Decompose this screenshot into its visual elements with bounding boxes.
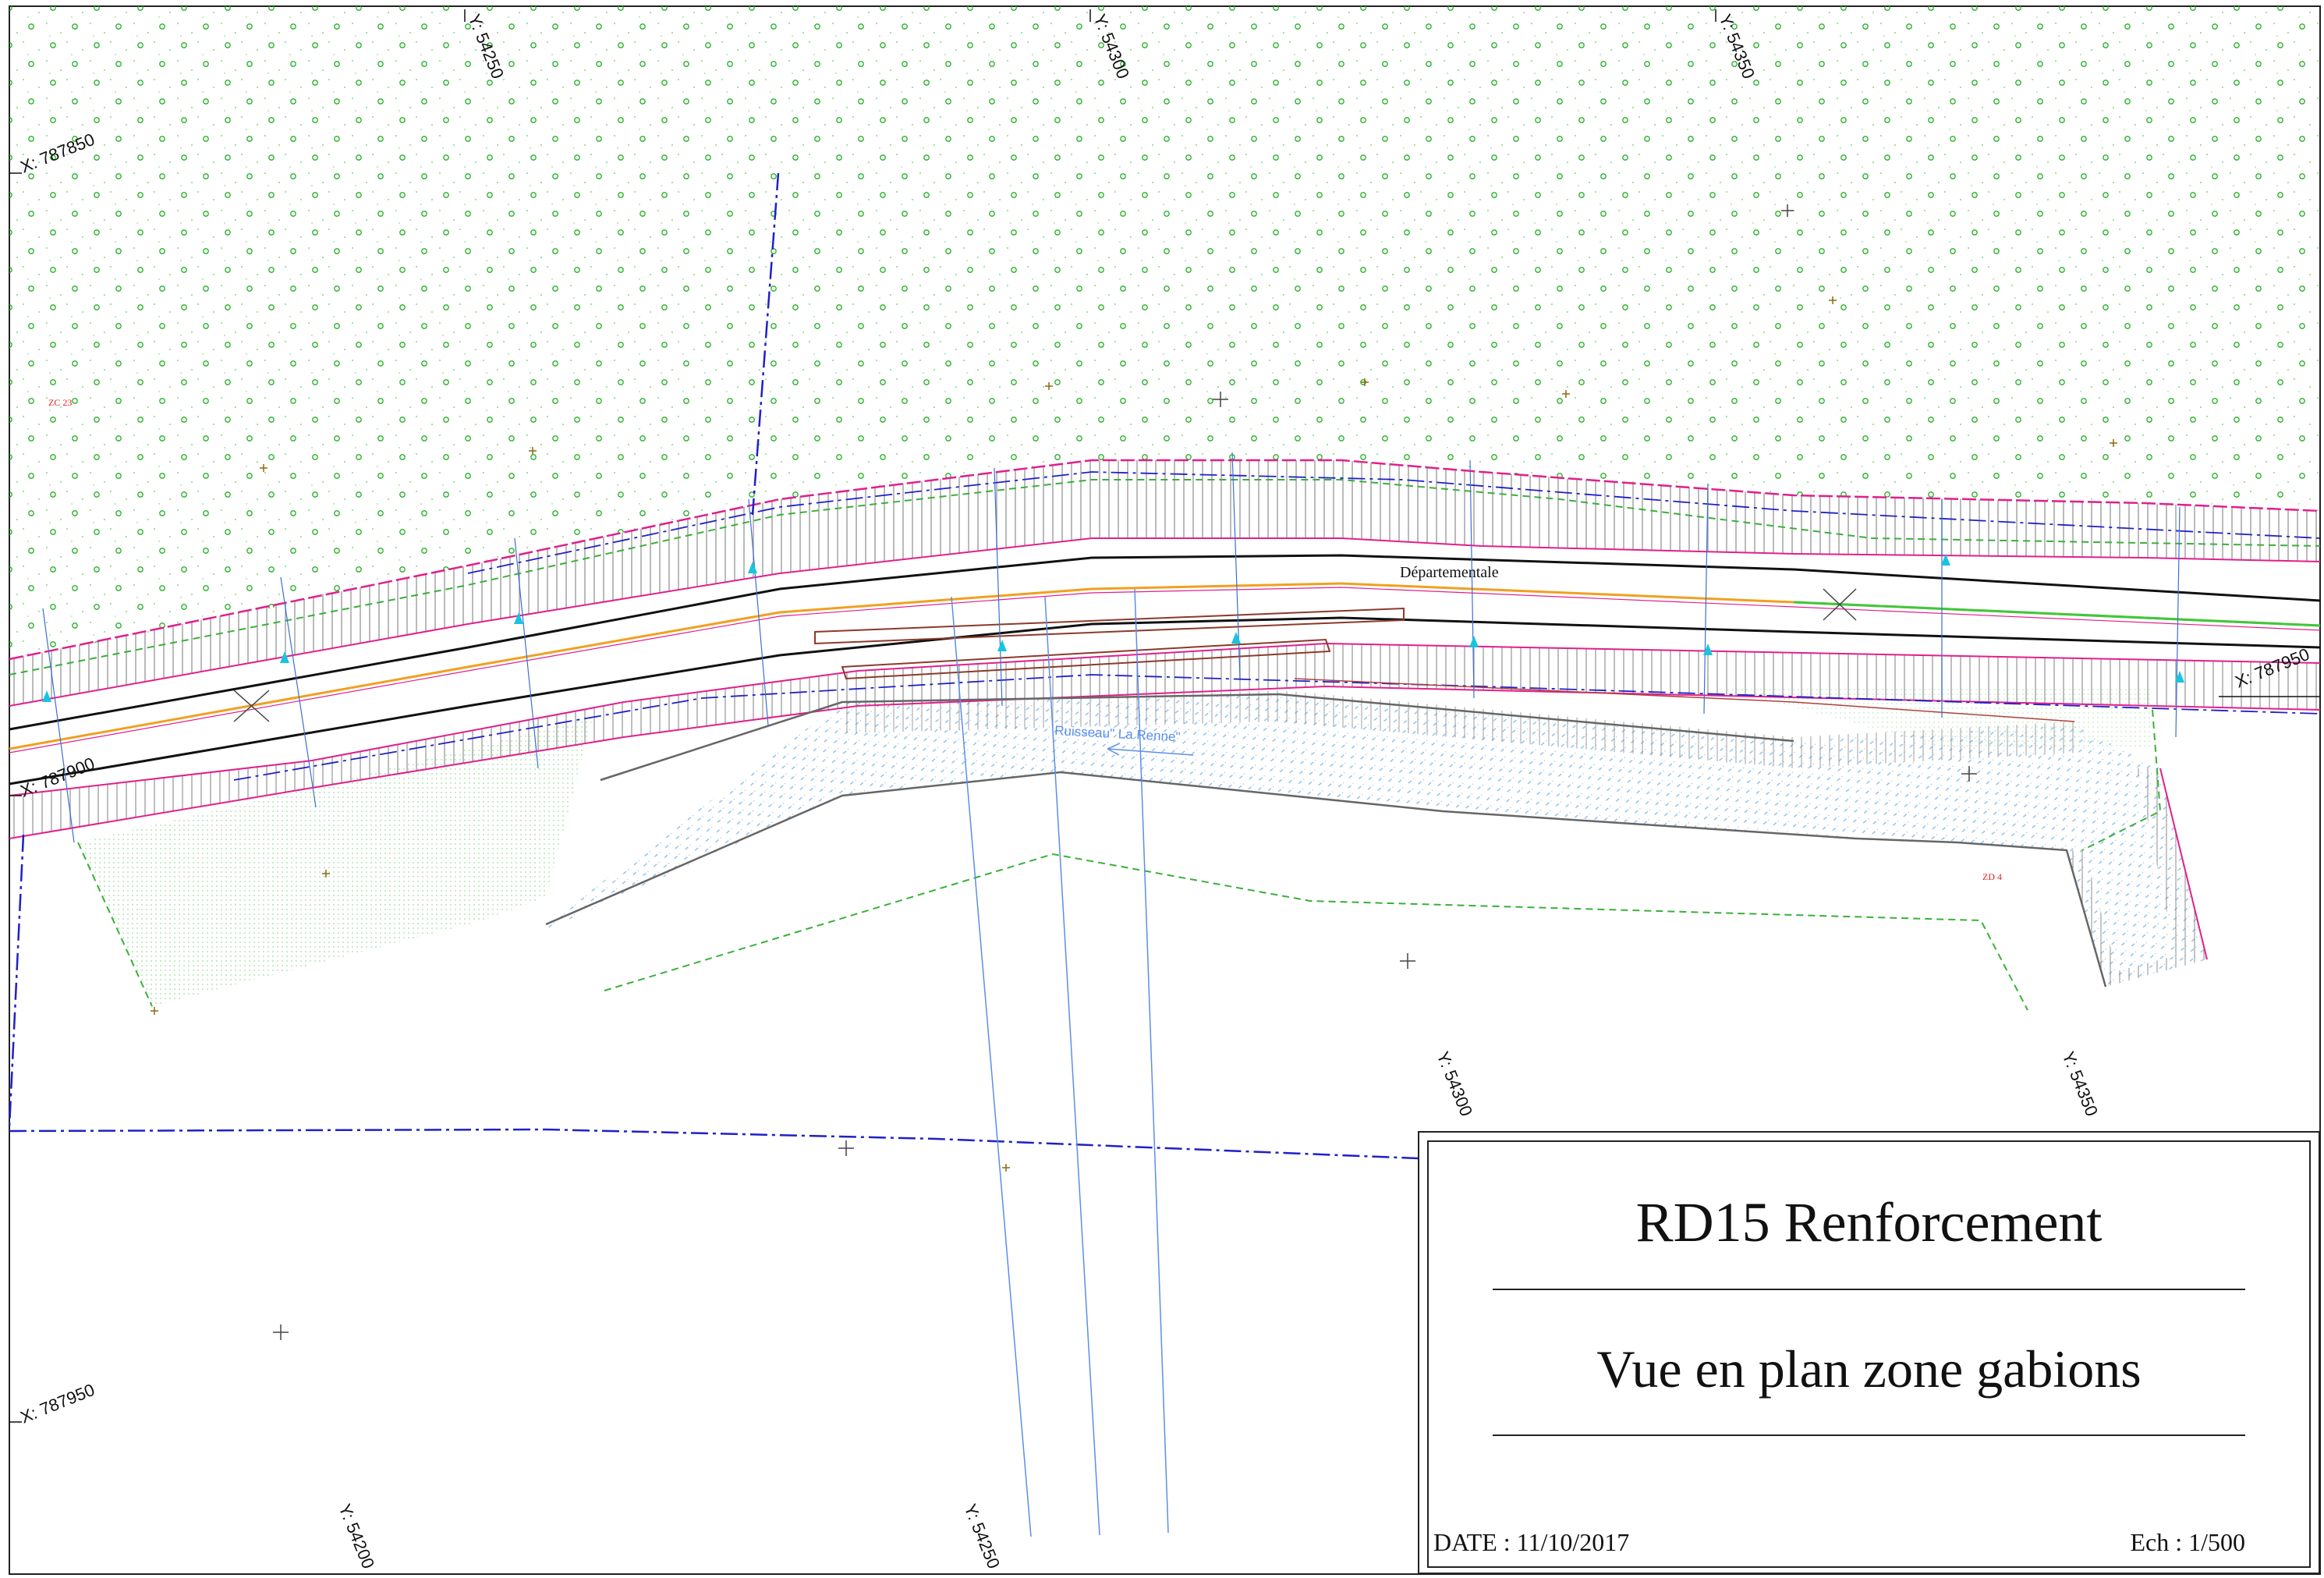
grid-label-x-left-3: X: 787950 xyxy=(18,1380,97,1427)
stream-flow-arrow xyxy=(1107,743,1194,756)
grid-label-y-bottom-2: Y: 54250 xyxy=(960,1502,1004,1572)
gabion-east-edge xyxy=(2159,768,2208,960)
road-axis-offset xyxy=(9,587,2321,754)
green-boundary-south xyxy=(604,853,2028,1011)
road-centerline-east xyxy=(1793,601,2321,627)
north-field-hatch xyxy=(9,6,2320,659)
boundary-line-west xyxy=(8,834,25,1128)
stream-south-bank xyxy=(545,771,2107,988)
title-block: RD15 Renforcement Vue en plan zone gabio… xyxy=(1418,1131,2320,1574)
drawing-subtitle: Vue en plan zone gabions xyxy=(1596,1339,2142,1399)
gabion-wall-slope xyxy=(2067,768,2207,987)
road-north-edge xyxy=(9,554,2321,731)
drawing-title: RD15 Renforcement xyxy=(1635,1191,2103,1254)
gabion-zone-lower xyxy=(841,638,1331,680)
boundary-line-road-north xyxy=(467,471,2321,574)
stream-bank-slope xyxy=(842,690,2078,768)
road-name-label: Départementale xyxy=(1400,564,1499,581)
grid-label-y-bottom-1: Y: 54200 xyxy=(335,1502,378,1572)
profile-line-2 xyxy=(1044,596,1100,1536)
survey-points xyxy=(151,296,2117,1172)
north-slope-band xyxy=(9,460,2320,706)
grid-label-y-mid-1: Y: 54300 xyxy=(1433,1049,1476,1119)
title-block-inner-frame: RD15 Renforcement Vue en plan zone gabio… xyxy=(1427,1140,2311,1568)
grid-ticks xyxy=(9,9,2320,1423)
green-boundary-west xyxy=(77,842,153,1007)
north-toe-edge xyxy=(9,537,2321,707)
south-grass-area xyxy=(78,718,593,1006)
parcel-label-south: ZD 4 xyxy=(1982,871,2002,882)
south-slope-band xyxy=(9,644,2320,839)
drawing-scale: Ech : 1/500 xyxy=(2130,1528,2245,1556)
profile-line-1 xyxy=(951,596,1032,1537)
title-divider-1 xyxy=(1493,1289,2245,1290)
boundary-line-south xyxy=(9,1128,1419,1160)
boundary-line-road-south xyxy=(233,674,2321,781)
cross-section-lines xyxy=(42,452,2181,843)
profile-line-3 xyxy=(1134,588,1169,1534)
gabion-zone-upper xyxy=(814,607,1405,645)
title-divider-2 xyxy=(1493,1434,2245,1436)
road-south-edge xyxy=(9,616,2321,785)
boundary-line-north xyxy=(751,172,780,516)
drain-arrows xyxy=(42,554,2184,702)
survey-cross-marks xyxy=(233,204,1977,1340)
stream-north-bank xyxy=(600,693,1794,782)
green-boundary-north xyxy=(9,479,2321,676)
gabion-top-line xyxy=(1294,678,2075,722)
grid-label-y-mid-2: Y: 54350 xyxy=(2058,1049,2102,1119)
south-top-edge xyxy=(9,642,2321,796)
drawing-date: DATE : 11/10/2017 xyxy=(1433,1528,1630,1556)
south-toe-edge xyxy=(9,685,2321,839)
north-top-edge xyxy=(9,459,2321,661)
parcel-label-north: ZC 23 xyxy=(48,397,72,408)
